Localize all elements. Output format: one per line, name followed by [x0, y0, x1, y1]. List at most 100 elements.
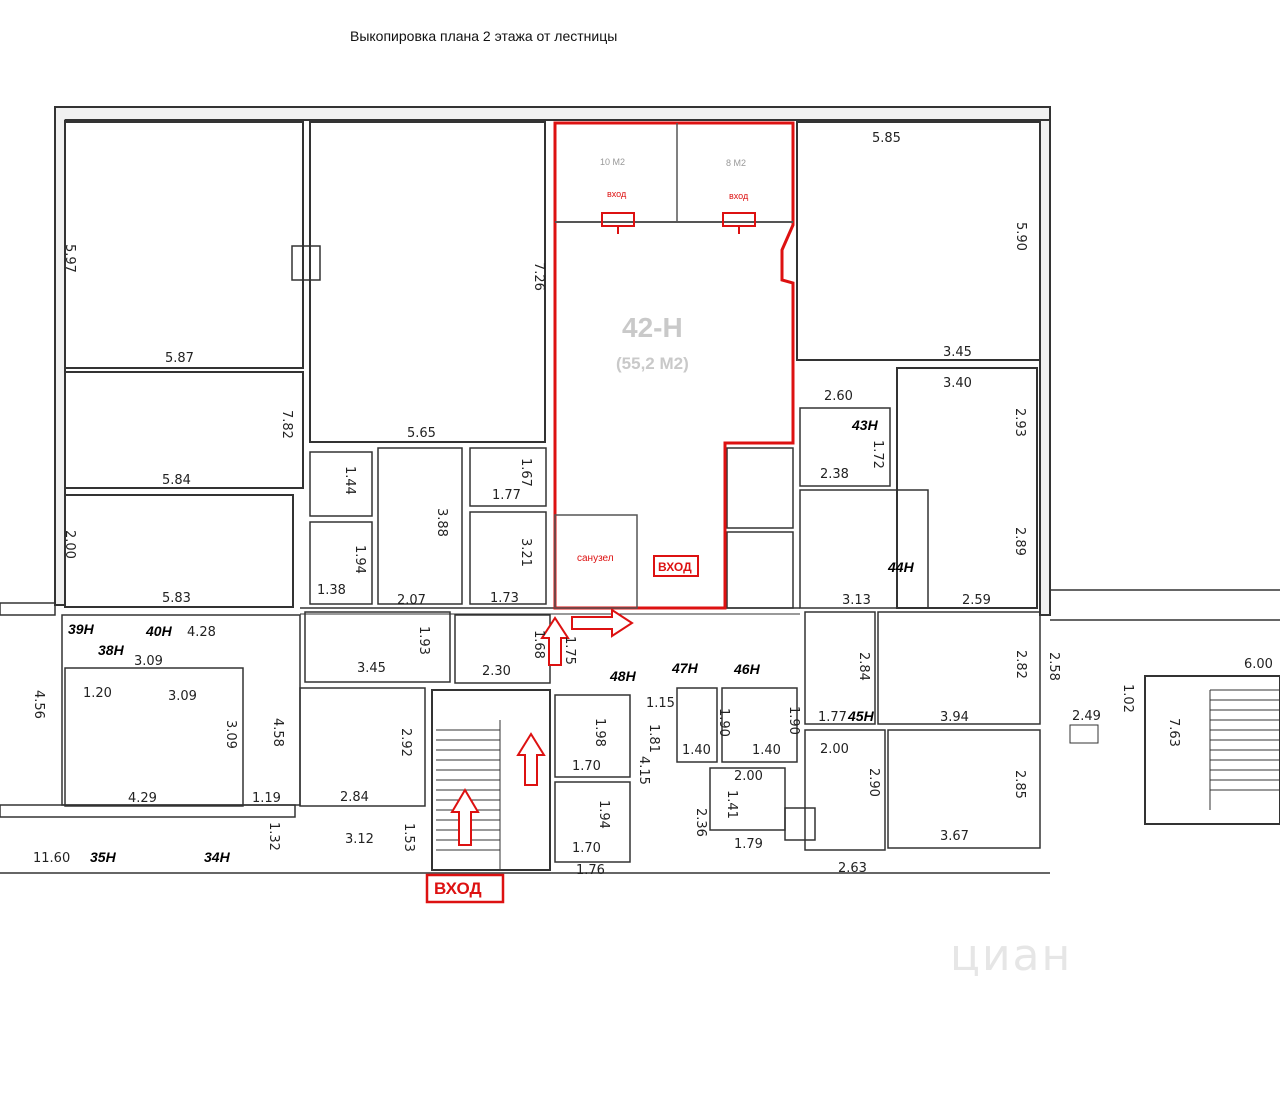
dimension: 1.77 [492, 488, 521, 503]
dimension: 1.94 [596, 800, 611, 829]
inner-entrance-box [653, 555, 699, 577]
dimension: 2.59 [962, 593, 991, 608]
watermark: циан [950, 930, 1073, 981]
dimension: 1.53 [401, 823, 416, 852]
dimension: 7.82 [279, 410, 294, 439]
dimension: 4.58 [270, 718, 285, 747]
dimension: 1.98 [592, 718, 607, 747]
dimension: 3.67 [940, 829, 969, 844]
dimension: 2.89 [1012, 527, 1027, 556]
dimension: 1.81 [646, 724, 661, 753]
unit-42n-outline [553, 121, 795, 610]
unit-label: 34Н [204, 849, 231, 865]
dimension: 1.94 [352, 545, 367, 574]
arrow-up-icon [540, 616, 570, 666]
dimension: 1.79 [734, 837, 763, 852]
dimension: 2.30 [482, 664, 511, 679]
unit-42n-area: (55,2 М2) [616, 354, 689, 373]
arrow-up-icon-3 [450, 788, 480, 846]
dimension: 3.45 [943, 345, 972, 360]
room-b-area: 8 М2 [726, 158, 746, 168]
inner-entrance-label: ВХОД [658, 560, 692, 574]
dimension: 2.00 [62, 530, 77, 559]
door-label-a: вход [607, 189, 627, 199]
dimension: 2.93 [1012, 408, 1027, 437]
dimension: 1.38 [317, 583, 346, 598]
unit-labels: 39Н 38Н 40Н 35Н 34Н 43Н 44Н 45Н 46Н 47Н … [68, 417, 915, 865]
dimension: 4.56 [31, 690, 46, 719]
dimension: 3.09 [223, 720, 238, 749]
dimension: 3.94 [940, 710, 969, 725]
main-entrance-box [425, 873, 505, 904]
dimension: 5.84 [162, 473, 191, 488]
unit-label: 40Н [145, 623, 173, 639]
dimension: 1.15 [646, 696, 675, 711]
page-title: Выкопировка плана 2 этажа от лестницы [350, 28, 618, 44]
dimension: 1.20 [83, 686, 112, 701]
walls [0, 106, 1280, 874]
dimension: 1.67 [518, 458, 533, 487]
dimension: 1.40 [682, 743, 711, 758]
dimension: 2.38 [820, 467, 849, 482]
dimension: 1.19 [252, 791, 281, 806]
dimension: 1.75 [562, 636, 577, 665]
dimension: 1.90 [786, 706, 801, 735]
dimension: 1.44 [342, 466, 357, 495]
dimension-labels: 5.97 5.87 5.84 2.00 5.83 4.28 3.09 3.09 … [31, 131, 1273, 878]
main-entrance-label: ВХОД [434, 879, 482, 898]
dimension: 2.00 [820, 742, 849, 757]
dimension: 3.88 [434, 508, 449, 537]
dimension: 5.87 [165, 351, 194, 366]
bathroom-label: санузел [577, 553, 614, 564]
dimension: 1.02 [1120, 684, 1135, 713]
dimension: 1.93 [416, 626, 431, 655]
door-label-b: вход [729, 191, 749, 201]
dimension: 1.41 [724, 790, 739, 819]
dimension: 1.32 [266, 822, 281, 851]
unit-label: 35Н [90, 849, 117, 865]
door-markers [601, 212, 756, 234]
dimension: 1.40 [752, 743, 781, 758]
dimension: 3.12 [345, 832, 374, 847]
dimension: 1.72 [870, 440, 885, 469]
dimension: 1.90 [716, 708, 731, 737]
dimension: 2.58 [1046, 652, 1061, 681]
unit-label: 44Н [887, 559, 915, 575]
dimension: 3.40 [943, 376, 972, 391]
dimension: 2.49 [1072, 709, 1101, 724]
dimension: 5.85 [872, 131, 901, 146]
dimension: 6.00 [1244, 657, 1273, 672]
dimension: 2.60 [824, 389, 853, 404]
dimension: 2.84 [340, 790, 369, 805]
dimension: 4.28 [187, 625, 216, 640]
dimension: 5.83 [162, 591, 191, 606]
dimension: 5.65 [407, 426, 436, 441]
unit-42n-partitions [554, 123, 793, 609]
unit-label: 46Н [733, 661, 761, 677]
dimension: 11.60 [33, 851, 70, 866]
unit-label: 47Н [671, 660, 699, 676]
unit-label: 48Н [609, 668, 637, 684]
dimension: 2.92 [398, 728, 413, 757]
dimension: 2.82 [1013, 650, 1028, 679]
unit-label: 43Н [851, 417, 879, 433]
dimension: 2.00 [734, 769, 763, 784]
dimension: 3.21 [518, 538, 533, 567]
dimension: 2.90 [866, 768, 881, 797]
unit-label: 39Н [68, 621, 95, 637]
dimension: 7.63 [1166, 718, 1181, 747]
arrows [450, 608, 634, 846]
dimension: 2.63 [838, 861, 867, 876]
dimension: 3.09 [134, 654, 163, 669]
dimension: 3.09 [168, 689, 197, 704]
dimension: 3.45 [357, 661, 386, 676]
unit-label: 38Н [98, 642, 125, 658]
dimension: 3.13 [842, 593, 871, 608]
dimension: 1.77 [818, 710, 847, 725]
dimension: 5.90 [1013, 222, 1028, 251]
dimension: 1.76 [576, 863, 605, 878]
arrow-right-icon [571, 608, 634, 638]
dimension: 2.85 [1012, 770, 1027, 799]
dimension: 2.84 [856, 652, 871, 681]
